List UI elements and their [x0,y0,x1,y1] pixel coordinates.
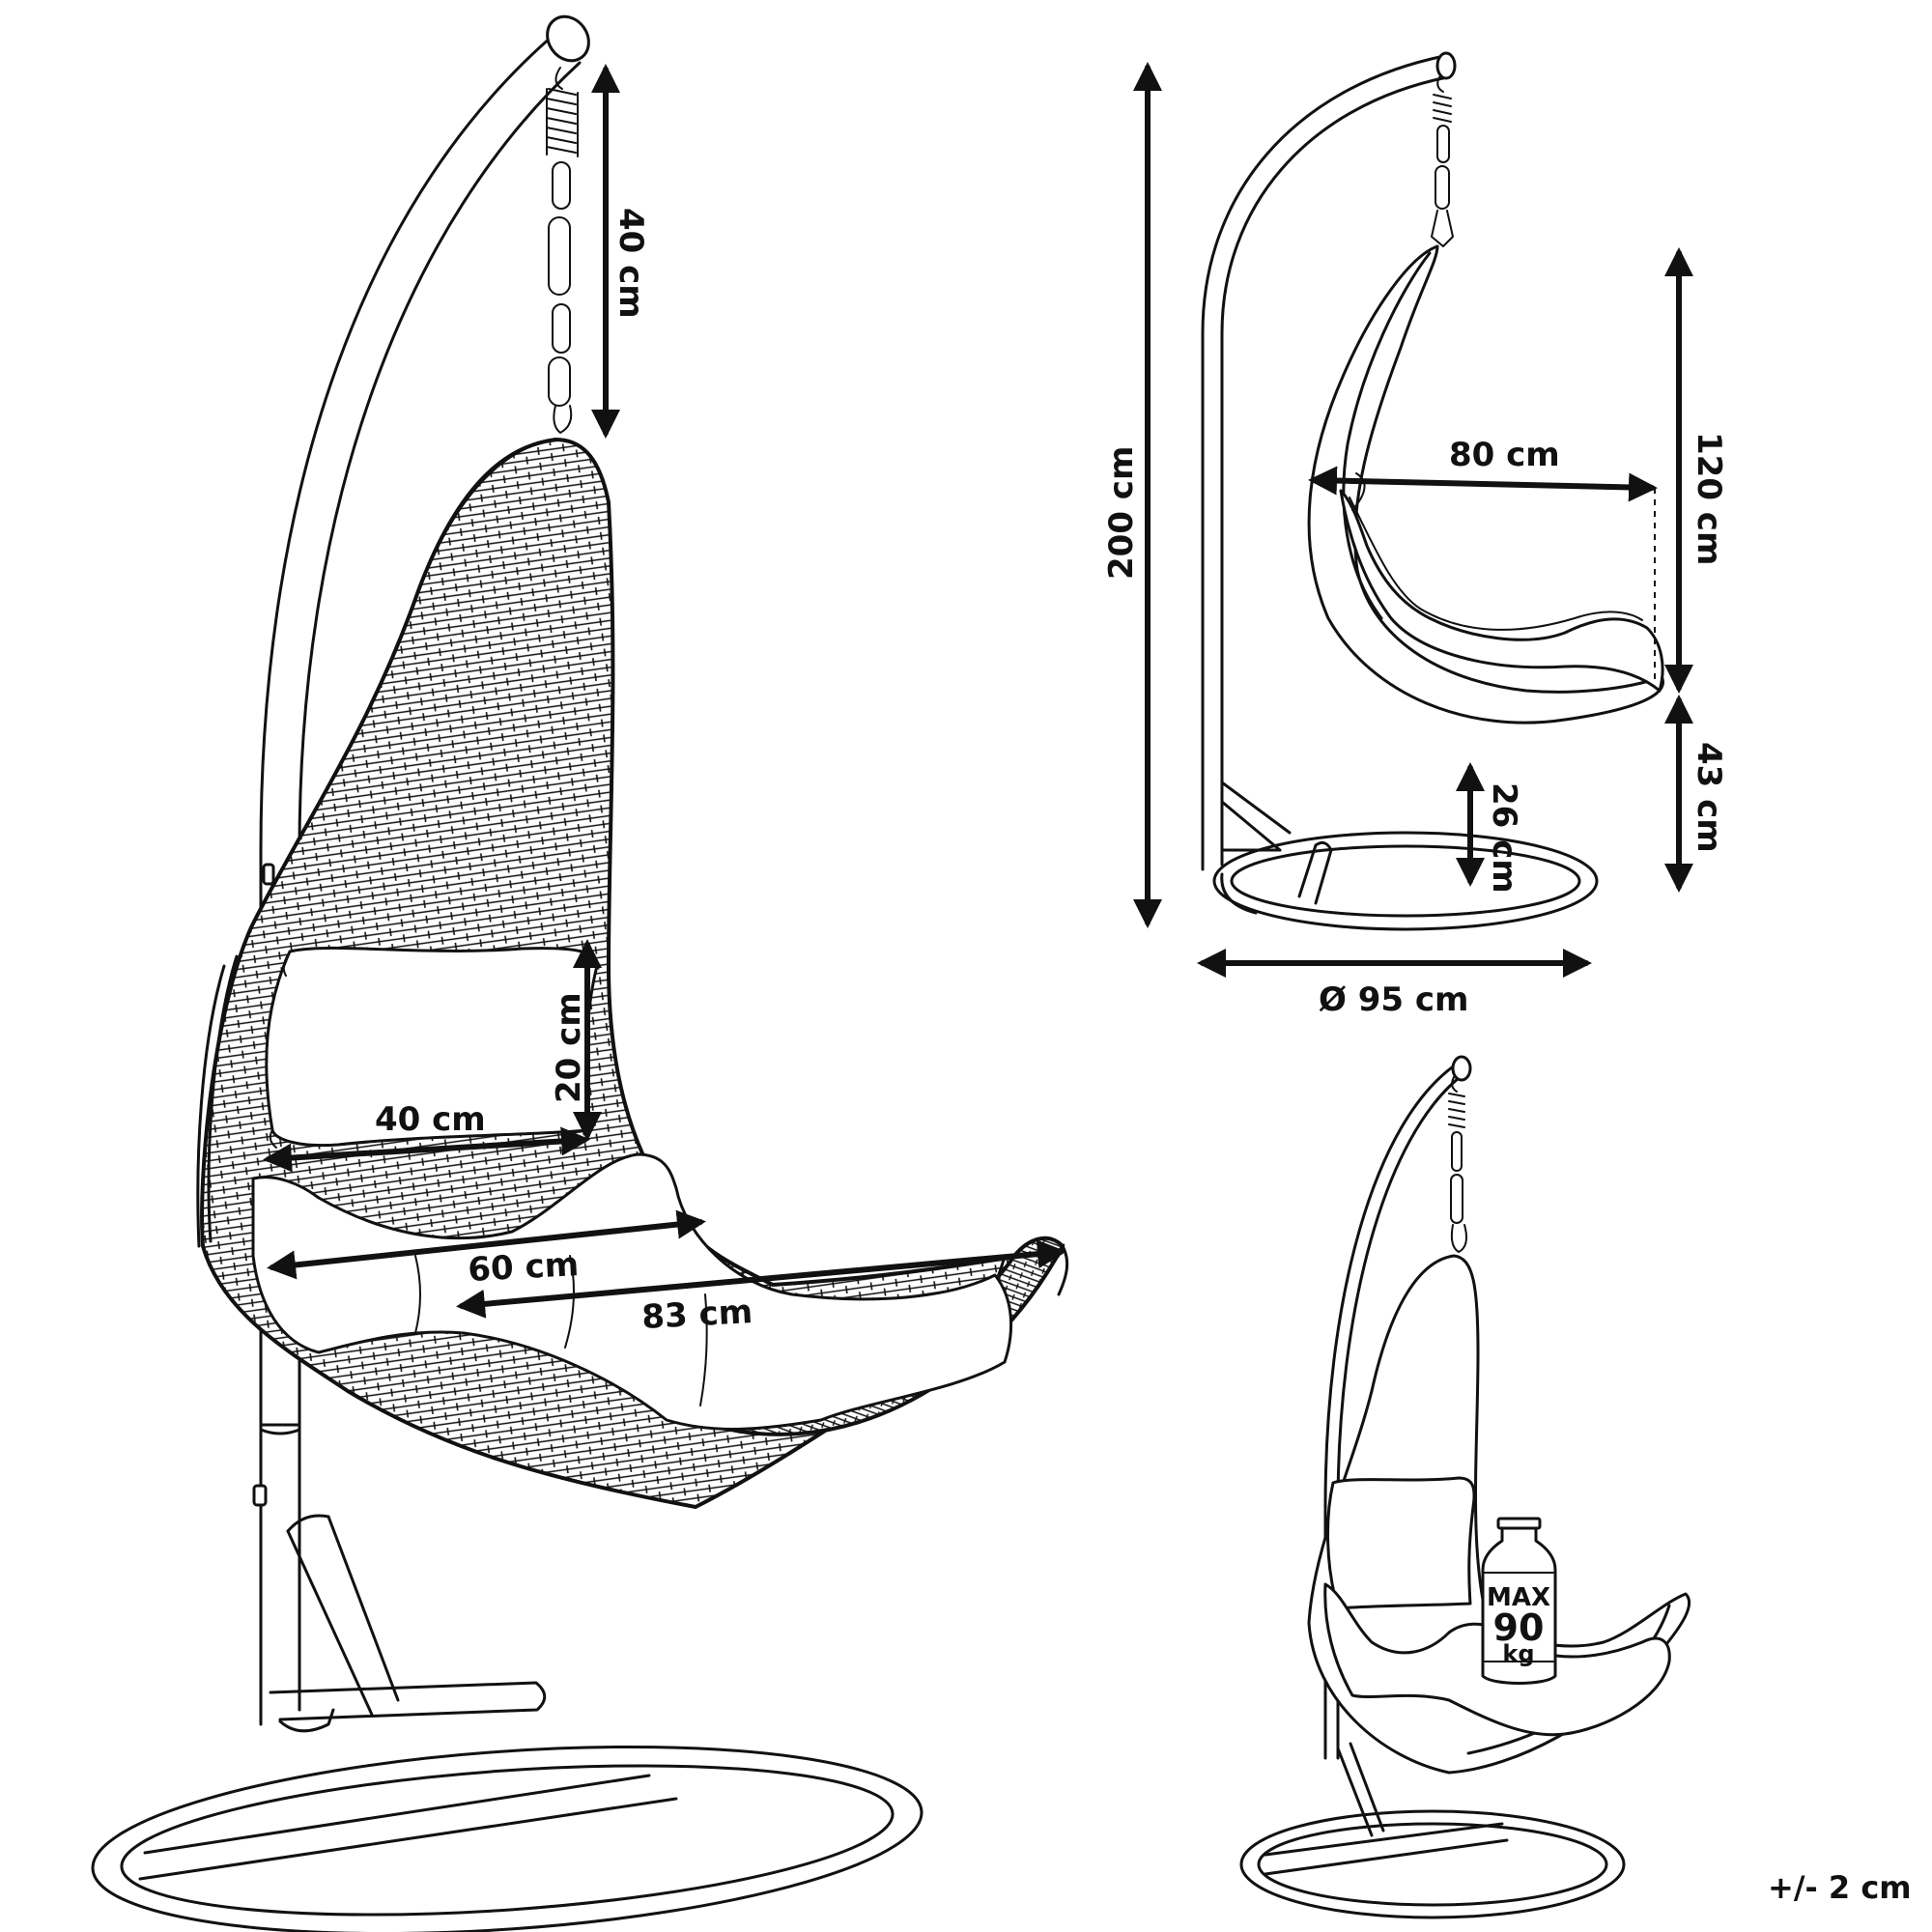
label-ground-clearance: 43 cm [1690,742,1728,853]
main-view-chair [91,14,1069,1932]
dim-pillow-width-arrow [263,1126,590,1173]
main-dimension-arrows: 40 cm 20 cm 40 cm 60 cm 83 cm [263,64,1066,1337]
label-chain-length: 40 cm [611,208,650,319]
dim-depth-arrow [1308,466,1658,502]
weight-label-unit: kg [1502,1640,1534,1667]
side-dimension-arrows: 200 cm 80 cm 120 cm 43 cm 26 cm Ø 95 cm [1102,62,1728,1019]
weight-bottle: MAX 90 kg [1481,1517,1557,1685]
tolerance-note: +/- 2 cm [1768,1869,1912,1906]
label-total-height: 200 cm [1102,446,1141,580]
label-base-gap: 26 cm [1485,782,1523,894]
label-base-diameter: Ø 95 cm [1319,980,1468,1019]
dim-seat-length-arrow [456,1239,1066,1319]
main-base-ring [91,1681,923,1932]
label-pillow-height: 20 cm [550,992,588,1103]
label-seat-width: 60 cm [467,1245,580,1290]
main-stand-frame [252,14,590,1726]
weight-view-chair: MAX 90 kg [1239,1055,1691,1919]
label-pillow-width: 40 cm [375,1100,486,1139]
label-depth: 80 cm [1449,436,1560,474]
weight-label-max: MAX [1487,1583,1550,1612]
weight-label-value: 90 [1493,1606,1545,1649]
side-view-chair [1201,51,1664,931]
label-seat-height: 120 cm [1690,432,1728,565]
main-spring-chain [546,67,579,434]
label-seat-length: 83 cm [640,1293,753,1337]
